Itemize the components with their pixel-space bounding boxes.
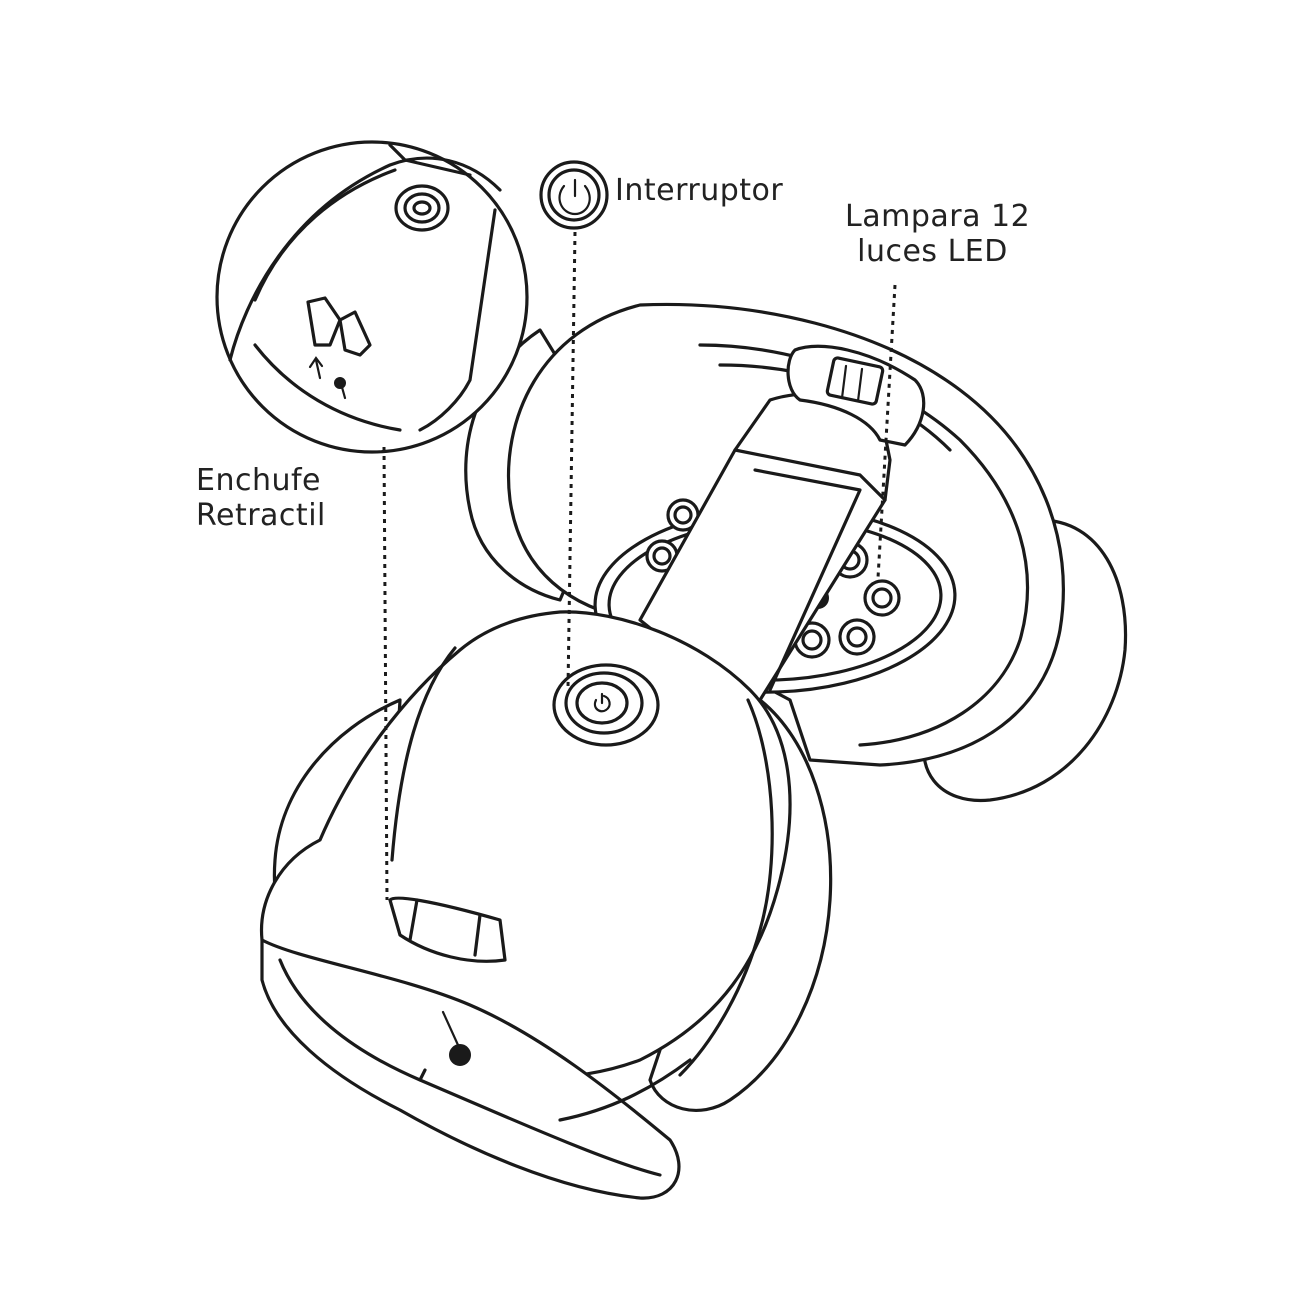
base-body-seam-right	[678, 698, 774, 1077]
plug-label-line2: Retractil	[196, 497, 326, 533]
led-bulb	[863, 579, 901, 617]
hinge-arm-edge	[733, 448, 887, 502]
cord	[441, 1010, 460, 1047]
base-bottom-rim	[278, 958, 662, 1177]
leader-plug	[382, 446, 389, 901]
lamp-label-line1: Lampara 12	[845, 199, 1031, 234]
power-icon	[558, 178, 591, 216]
lamp-label: Lampara 12 luces LED	[845, 199, 1031, 269]
lamp-head	[464, 302, 1128, 803]
led-bulb	[666, 498, 700, 532]
switch-button[interactable]	[552, 663, 660, 747]
plug-detail-inset	[215, 140, 529, 454]
lamp-base	[259, 610, 833, 1200]
plug-label: Enchufe Retractil	[196, 463, 326, 533]
plug-label-line1: Enchufe	[196, 463, 322, 498]
switch-label: Interruptor	[615, 173, 784, 209]
led-bulb	[838, 618, 876, 656]
base-bottom-face	[260, 938, 681, 1200]
switch-label-text: Interruptor	[615, 173, 784, 208]
base-body-seam-left	[390, 646, 457, 862]
switch-callout-icon	[539, 160, 609, 230]
cord-knob	[449, 1044, 471, 1066]
hinge-clip	[825, 356, 885, 406]
leader-lamp	[876, 284, 897, 579]
hinge-arm-inner	[753, 468, 862, 692]
lamp-label-line2: luces LED	[857, 233, 1008, 269]
power-icon	[593, 692, 611, 713]
leader-switch	[566, 231, 577, 689]
base-bottom-seam	[418, 1058, 692, 1122]
plug-slot	[388, 896, 507, 963]
